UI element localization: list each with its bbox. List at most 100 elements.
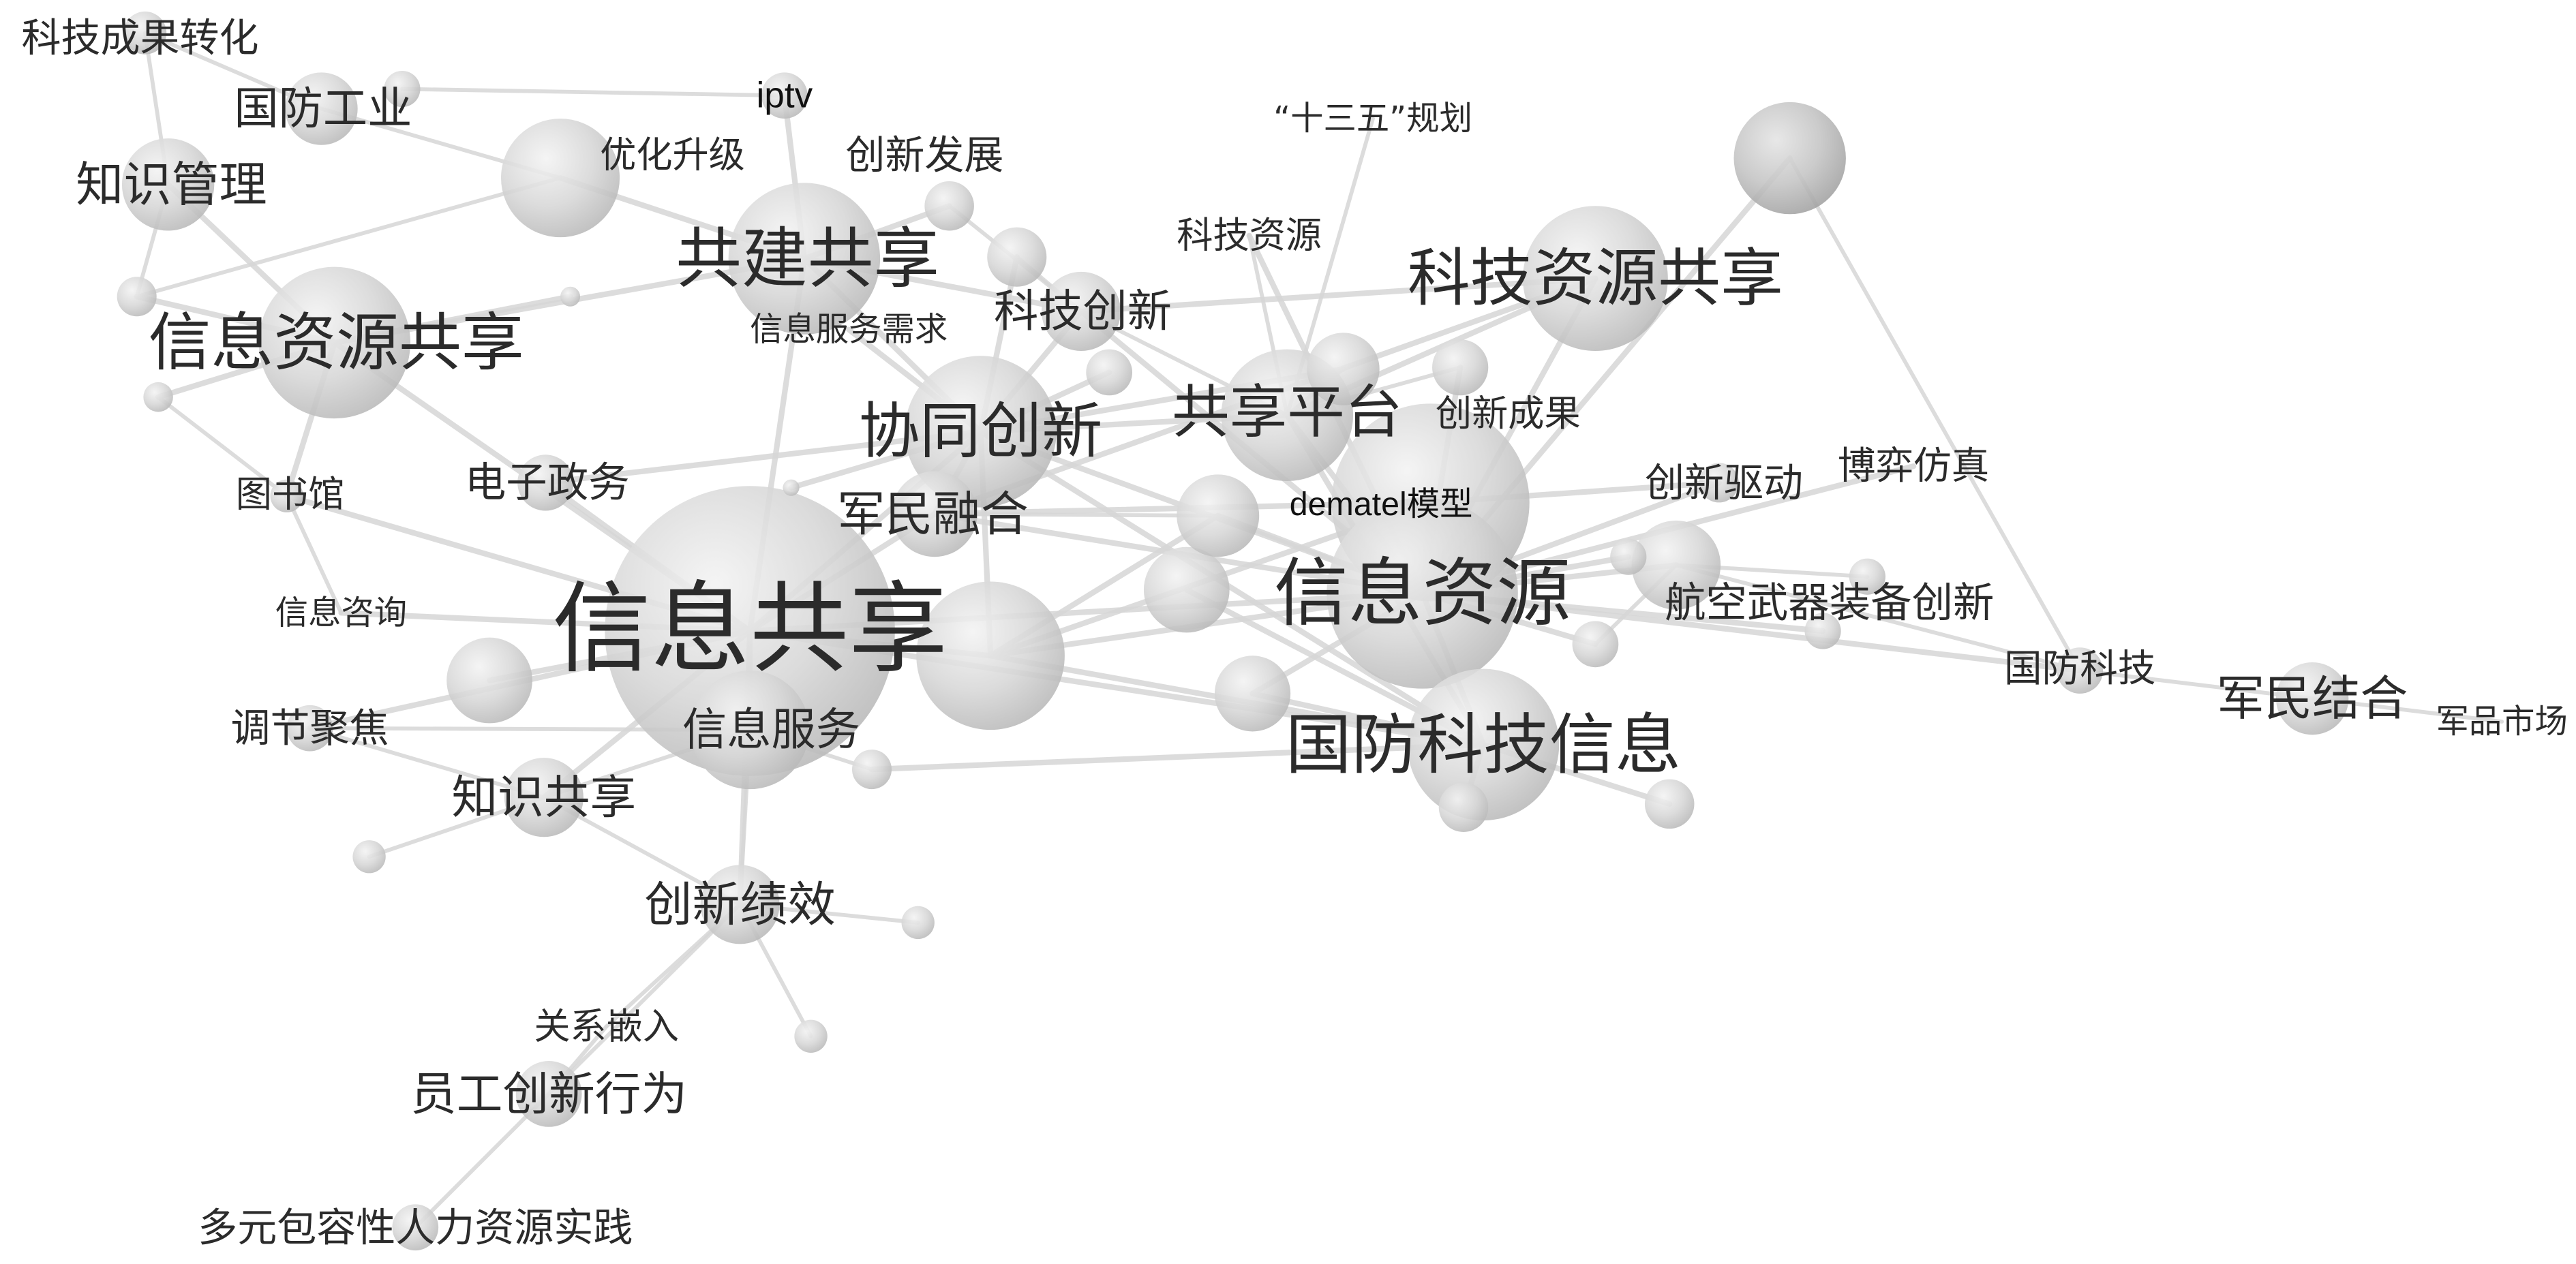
label-layer: 科技成果转化国防工业知识管理iptv优化升级创新发展“十三五”规划科技资源共建共… <box>21 15 2567 1251</box>
node-label-n9: 共建共享 <box>676 220 939 297</box>
node-bubble-n27 <box>2057 647 2104 694</box>
edge-n30-n33 <box>307 726 546 800</box>
node-bubble-n51 <box>794 1019 828 1053</box>
node-bubble-n49 <box>1438 782 1489 832</box>
node-label-n22: 博弈仿真 <box>1838 444 1989 489</box>
edge-n16-n32 <box>978 429 1487 747</box>
node-label-n11: 信息服务需求 <box>750 311 948 349</box>
node-bubble-n61 <box>446 637 532 724</box>
node-bubble-n50 <box>901 906 935 940</box>
node-bubble-n48 <box>851 750 892 790</box>
node-bubble-n16 <box>905 356 1057 508</box>
edge-n10-n12 <box>1078 275 1598 315</box>
node-bubble-n47 <box>1644 779 1695 829</box>
node-bubble-n30 <box>286 705 333 752</box>
node-label-n26: 信息共享 <box>552 572 948 687</box>
node-bubble-n5 <box>501 119 620 238</box>
node-bubble-n52 <box>352 840 386 874</box>
node-bubble-n59 <box>1733 102 1846 215</box>
node-bubble-n39 <box>1307 333 1380 405</box>
node-label-n25: 信息咨询 <box>275 594 407 632</box>
edge-n45-n19 <box>932 512 1220 518</box>
node-bubble-n38 <box>117 277 157 317</box>
node-bubble-n58 <box>1143 546 1230 633</box>
node-layer <box>117 11 2349 1251</box>
edge-n24-n27 <box>1673 563 2082 673</box>
node-bubble-n1 <box>123 11 167 55</box>
node-label-n16: 协同创新 <box>859 396 1103 467</box>
node-bubble-n33 <box>504 758 584 837</box>
node-label-n17: 图书馆 <box>236 473 345 515</box>
node-label-n10: 科技资源共享 <box>1408 242 1783 315</box>
node-bubble-n44 <box>143 382 173 412</box>
node-bubble-n18 <box>517 454 574 511</box>
node-bubble-n41 <box>384 70 421 108</box>
node-bubble-n53 <box>783 479 800 496</box>
node-bubble-n23 <box>1327 497 1518 689</box>
node-label-n35: 关系嵌入 <box>534 1005 679 1047</box>
node-label-n29: 军品市场 <box>2436 703 2568 741</box>
node-bubble-n32 <box>1407 668 1560 821</box>
node-label-n2: 国防工业 <box>234 83 412 135</box>
edge-n48-n32 <box>868 741 1487 773</box>
node-bubble-n21 <box>1699 463 1739 503</box>
node-label-n37: 多元包容性人力资源实践 <box>198 1204 633 1250</box>
node-bubble-n43 <box>560 286 581 307</box>
node-bubble-n37 <box>392 1204 439 1251</box>
node-bubble-n12 <box>1042 271 1121 351</box>
node-label-n15: 创新成果 <box>1436 392 1581 435</box>
node-label-n36: 员工创新行为 <box>410 1067 687 1121</box>
node-bubble-n46 <box>1214 656 1291 732</box>
node-bubble-n60 <box>1804 613 1841 649</box>
node-bubble-n57 <box>1610 538 1647 575</box>
node-bubble-n17 <box>270 479 303 512</box>
node-label-n24: 航空武器装备创新 <box>1665 579 1995 627</box>
node-bubble-n45 <box>1177 474 1260 557</box>
node-label-n21: 创新驱动 <box>1645 459 1803 506</box>
node-label-n33: 知识共享 <box>451 771 636 824</box>
node-bubble-n54 <box>1086 349 1133 396</box>
node-bubble-n34 <box>700 865 780 944</box>
node-label-n3: 知识管理 <box>76 157 267 213</box>
edge-n27-n28 <box>2078 668 2315 701</box>
edge-n44-n17 <box>156 395 289 498</box>
node-label-n6: 创新发展 <box>845 132 1003 178</box>
node-bubble-n55 <box>1572 621 1619 668</box>
node-label-n4: iptv <box>756 76 813 116</box>
node-bubble-n36 <box>515 1061 582 1127</box>
node-bubble-n13 <box>258 266 411 419</box>
node-bubble-n40 <box>916 581 1065 730</box>
node-bubble-n9 <box>728 183 881 335</box>
edge-n59-n27 <box>1787 156 2082 673</box>
node-bubble-n10 <box>1523 206 1668 351</box>
node-label-n18: 电子政务 <box>465 459 630 506</box>
node-label-n12: 科技创新 <box>994 286 1172 337</box>
node-bubble-n15 <box>1432 339 1489 396</box>
node-bubble-n26 <box>605 486 895 776</box>
node-bubble-n3 <box>121 138 215 231</box>
node-label-n30: 调节聚焦 <box>231 705 389 752</box>
edge-n34-n36 <box>547 902 742 1096</box>
node-label-n8: 科技资源 <box>1177 215 1322 257</box>
edge-n17-n25 <box>284 493 344 615</box>
edge-n38-n5 <box>134 176 562 299</box>
node-label-n5: 优化升级 <box>600 134 745 176</box>
node-bubble-n56 <box>1849 558 1885 595</box>
node-label-n32: 国防科技信息 <box>1286 706 1681 783</box>
node-bubble-n4 <box>761 72 808 119</box>
node-bubble-n19 <box>892 471 978 557</box>
node-bubble-n6 <box>924 181 974 231</box>
node-label-n13: 信息资源共享 <box>149 306 524 379</box>
node-bubble-n24 <box>1631 521 1721 610</box>
node-label-n7: “十三五”规划 <box>1273 99 1472 138</box>
node-bubble-n42 <box>987 227 1047 287</box>
node-label-n31: 信息服务 <box>682 704 860 756</box>
node-bubble-n31 <box>691 670 810 790</box>
node-label-n19: 军民融合 <box>837 486 1028 542</box>
node-label-n23: 信息资源 <box>1274 550 1571 636</box>
node-label-n20: dematel模型 <box>1290 486 1473 523</box>
node-bubble-n28 <box>2275 662 2349 735</box>
node-label-n28: 军民结合 <box>2217 670 2408 726</box>
node-label-n14: 共享平台 <box>1172 378 1402 446</box>
